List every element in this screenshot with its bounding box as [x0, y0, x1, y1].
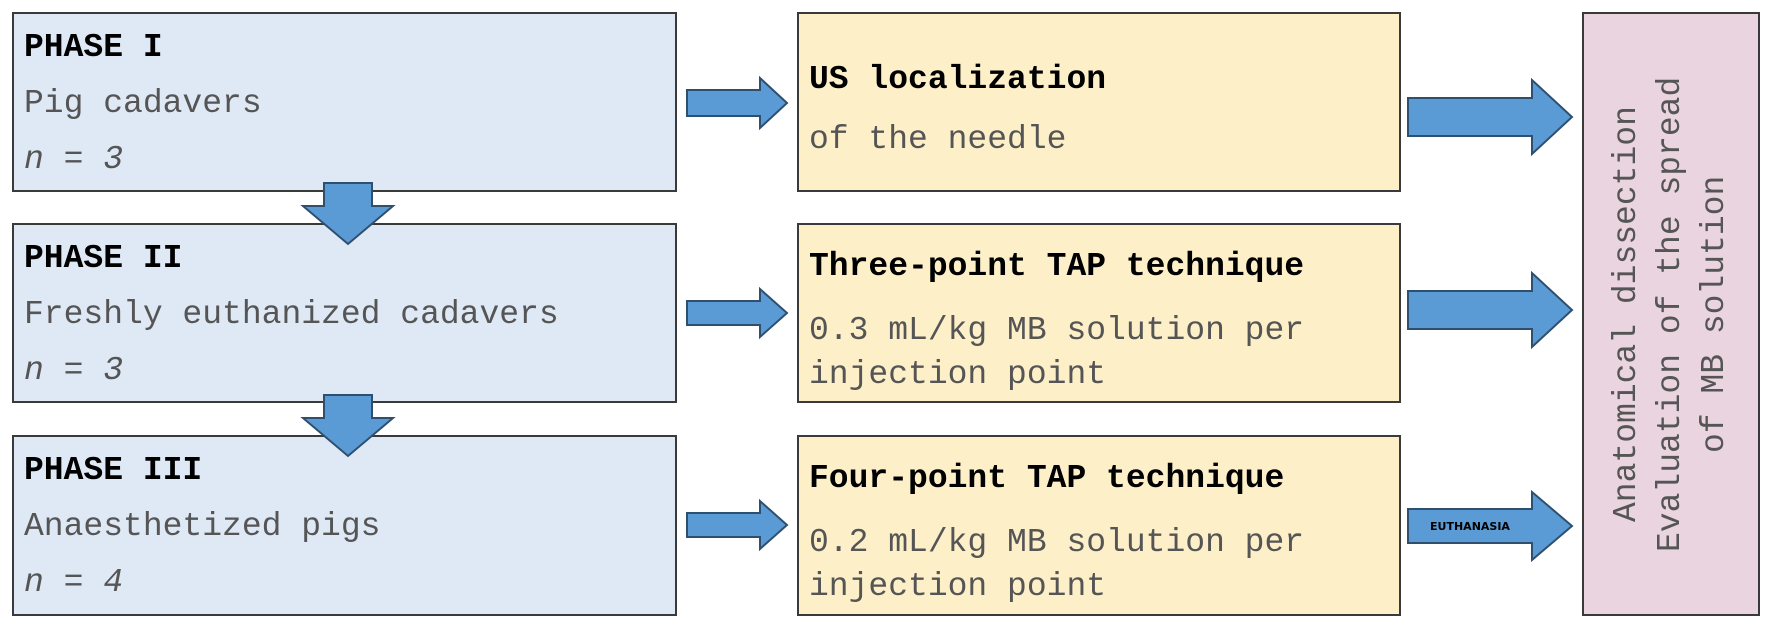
arrow-phase2-to-method2	[686, 286, 789, 340]
phase-3-subject: Anaesthetized pigs	[24, 508, 381, 545]
phase-3-count: n = 4	[24, 564, 124, 601]
phase-3-box: PHASE III Anaesthetized pigs n = 4	[12, 435, 677, 616]
phase-2-title: PHASE II	[24, 240, 183, 277]
arrow-phase1-to-phase2	[300, 182, 396, 246]
method-1-detail: of the needle	[809, 121, 1067, 158]
phase-2-count: n = 3	[24, 352, 124, 389]
arrow-phase3-to-method3	[686, 498, 789, 552]
outcome-box: Anatomical dissection Evaluation of the …	[1582, 12, 1760, 616]
phase-3-title: PHASE III	[24, 452, 203, 489]
method-3-box: Four-point TAP technique 0.2 mL/kg MB so…	[797, 435, 1401, 616]
arrow-method1-to-outcome	[1407, 77, 1574, 157]
method-3-title: Four-point TAP technique	[809, 460, 1285, 497]
method-2-detail: 0.3 mL/kg MB solution per injection poin…	[809, 312, 1305, 393]
phase-2-box: PHASE II Freshly euthanized cadavers n =…	[12, 223, 677, 403]
arrow-phase2-to-phase3	[300, 394, 396, 458]
phase-1-title: PHASE I	[24, 29, 163, 66]
phase-1-count: n = 3	[24, 141, 124, 178]
method-1-title: US localization	[809, 61, 1107, 98]
phase-1-subject: Pig cadavers	[24, 85, 262, 122]
arrow-method2-to-outcome	[1407, 270, 1574, 350]
phase-1-box: PHASE I Pig cadavers n = 3	[12, 12, 677, 192]
method-2-box: Three-point TAP technique 0.3 mL/kg MB s…	[797, 223, 1401, 403]
method-3-detail: 0.2 mL/kg MB solution per injection poin…	[809, 524, 1305, 605]
method-2-title: Three-point TAP technique	[809, 248, 1305, 285]
euthanasia-label: EUTHANASIA	[1430, 520, 1510, 533]
arrow-phase1-to-method1	[686, 75, 789, 131]
method-1-box: US localization of the needle	[797, 12, 1401, 192]
phase-2-subject: Freshly euthanized cadavers	[24, 296, 559, 333]
arrow-euthanasia	[1407, 489, 1574, 563]
